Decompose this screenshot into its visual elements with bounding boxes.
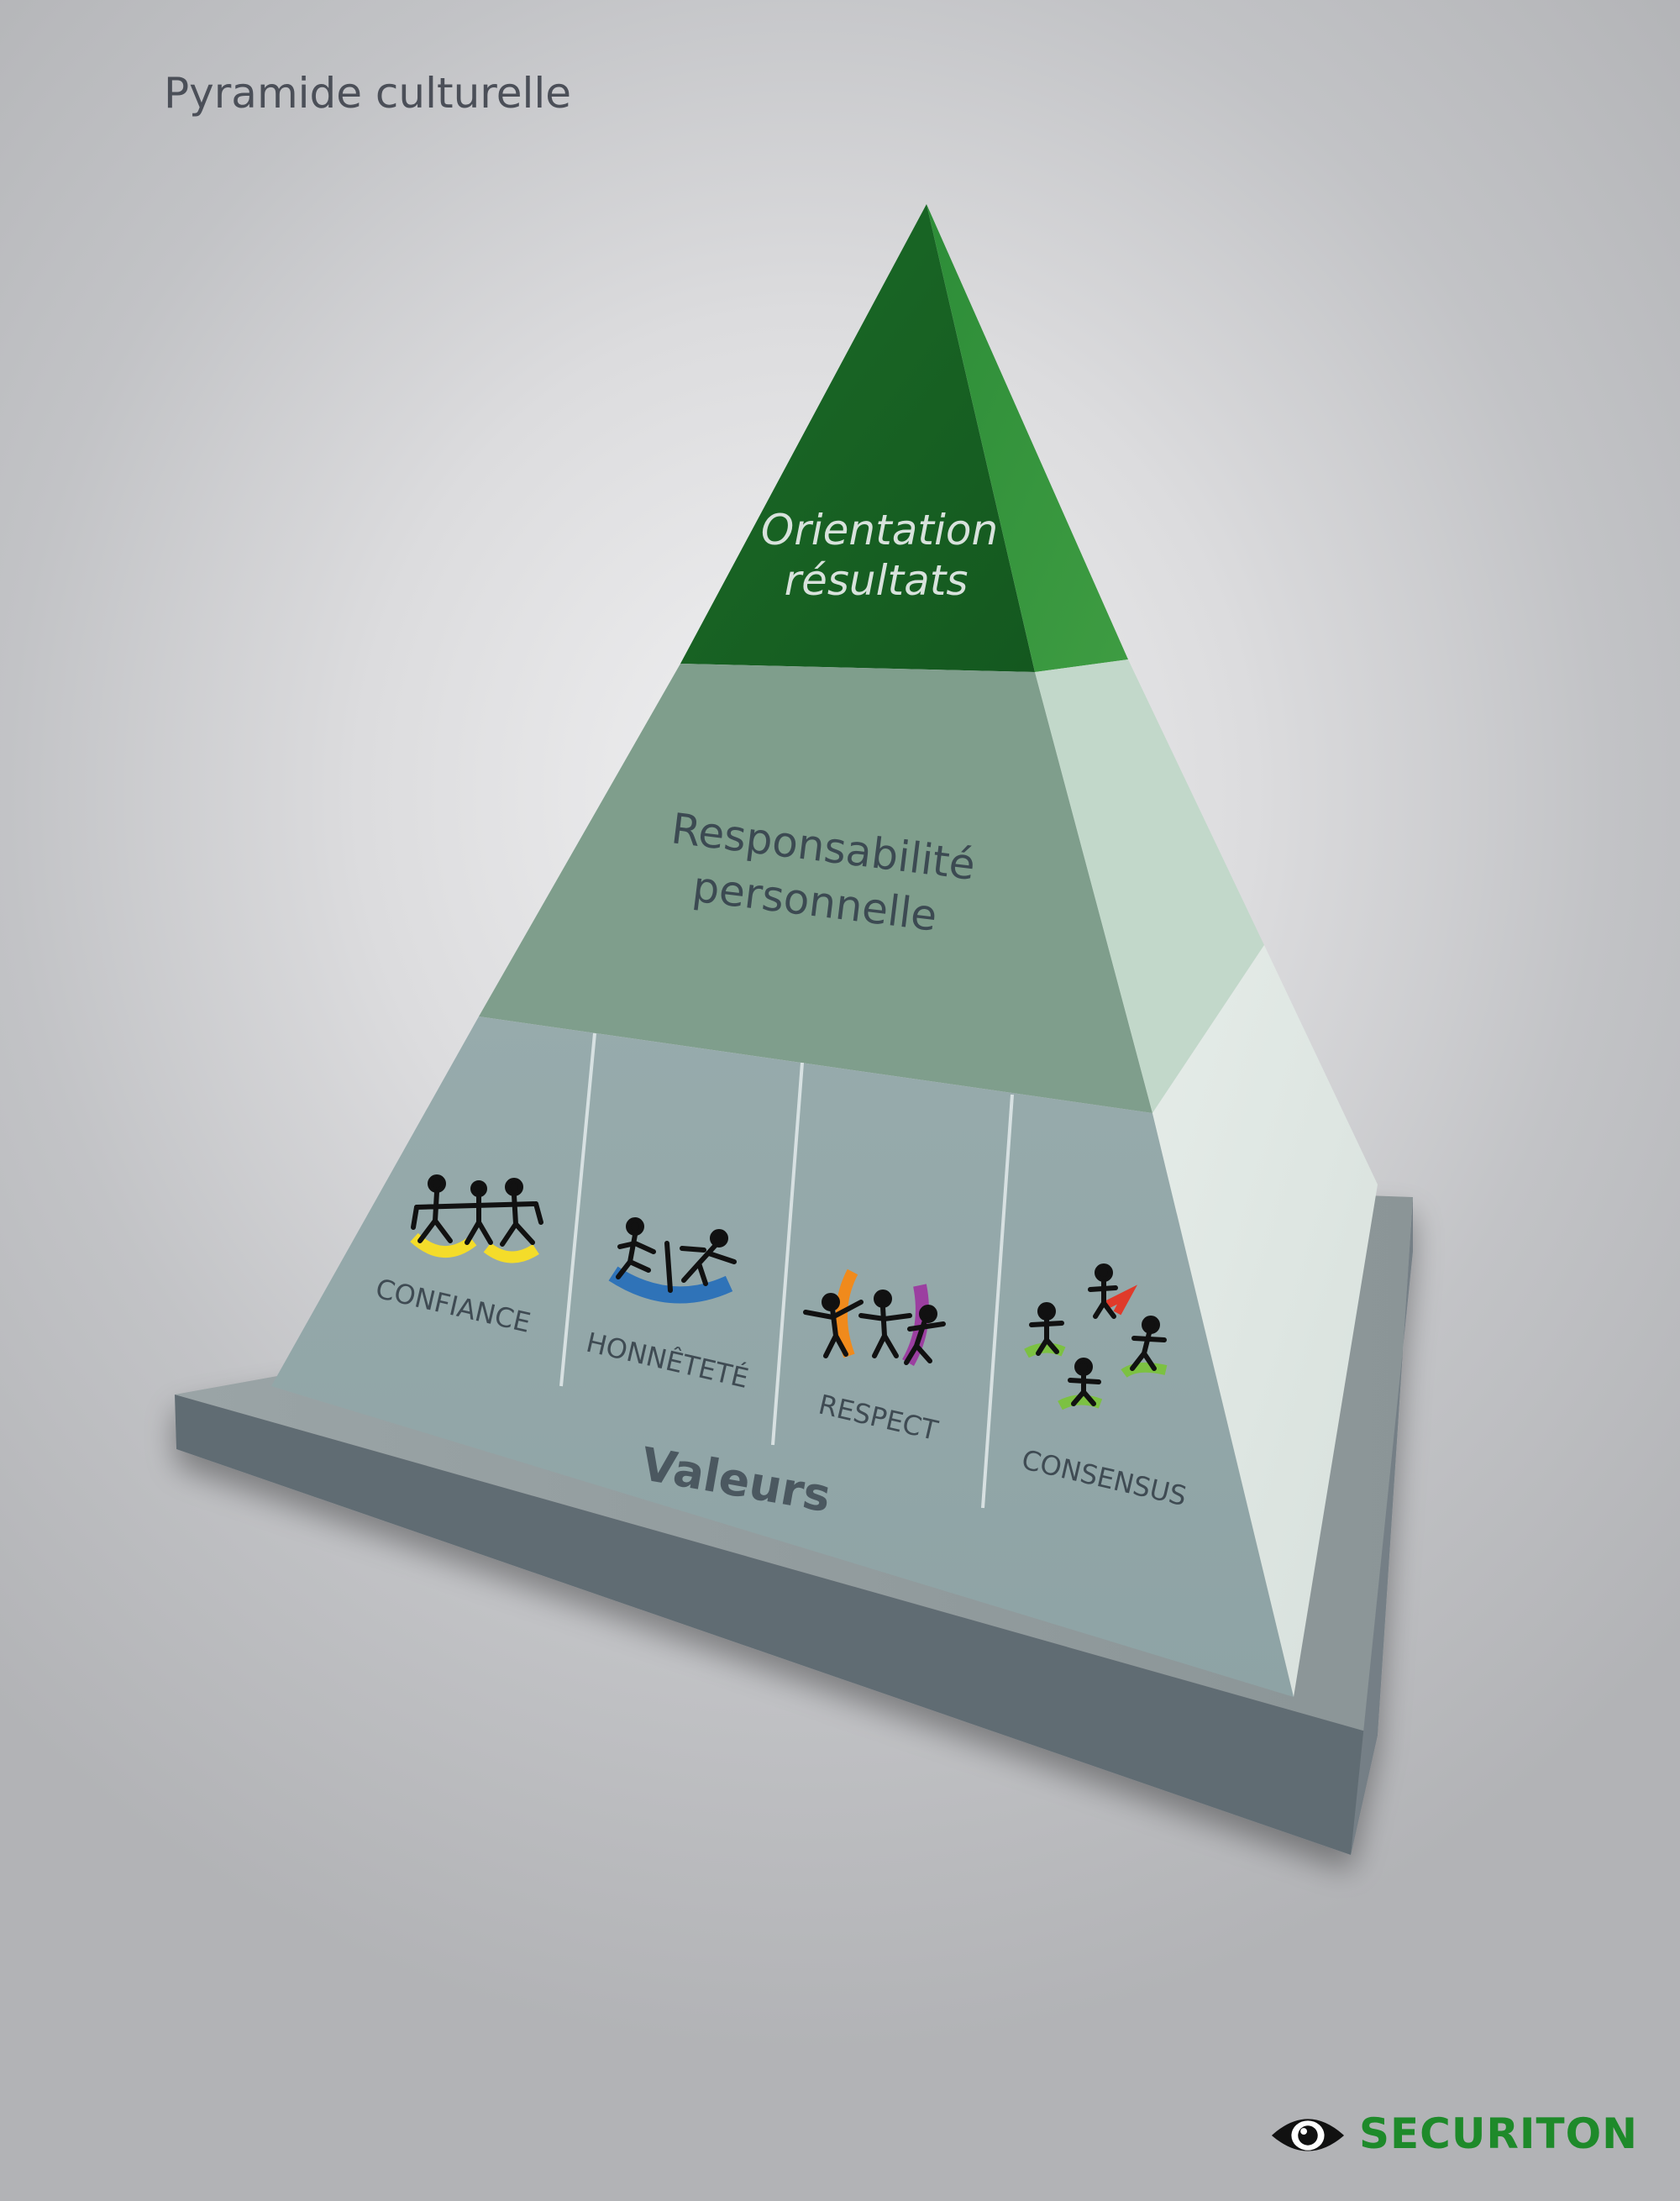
base-tier-front [271,1016,1294,1697]
eye-icon [1271,2119,1345,2151]
value-divider [559,1032,596,1387]
dancing-people-icon [803,1269,946,1366]
balance-people-icon [410,1174,543,1263]
brand-name: SECURITON [1358,2109,1638,2158]
value-divider [981,1094,1014,1509]
base-tier-side [1152,945,1378,1697]
top-tier-side [927,204,1128,672]
top-tier-label-line2: résultats [785,556,969,605]
value-divider [771,1062,804,1446]
platform-front-edge [175,1395,1378,1855]
brand-logo: SECURITON [1268,2100,1638,2167]
pyramid [271,204,1378,1697]
middle-tier-front [479,664,1152,1113]
top-tier-label-line1: Orientation [761,506,998,554]
group-circle-icon [1024,1263,1168,1410]
boat-people-icon [608,1217,737,1304]
page-title: Pyramide culturelle [164,69,572,118]
middle-tier-side [1035,659,1264,1113]
top-tier-front [680,204,1035,672]
